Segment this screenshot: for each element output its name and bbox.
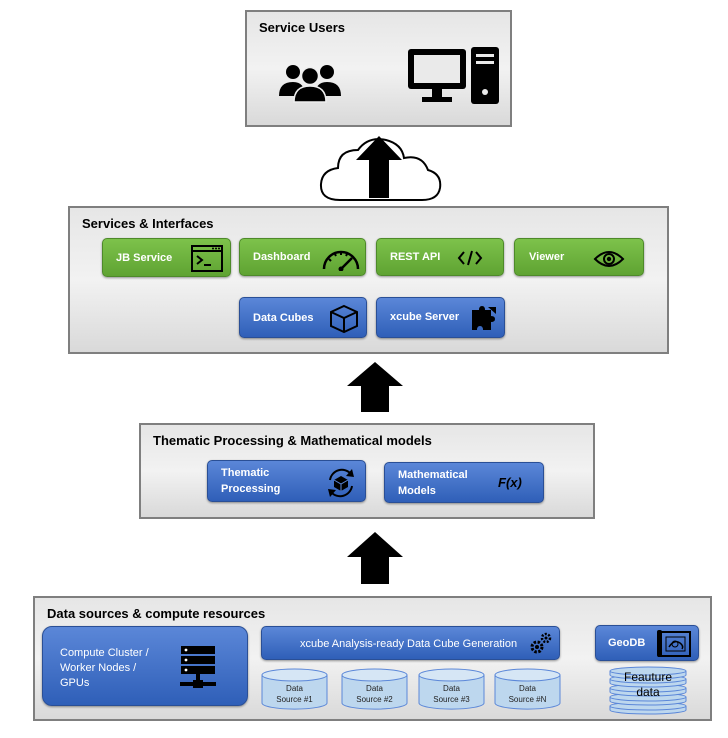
data-cubes-label: Data Cubes bbox=[253, 312, 314, 324]
code-icon bbox=[457, 250, 483, 266]
data-source-2-line2: Source #2 bbox=[356, 695, 393, 704]
puzzle-icon bbox=[472, 306, 496, 330]
data-sources-title: Data sources & compute resources bbox=[47, 606, 266, 621]
xcube-server-label: xcube Server bbox=[390, 311, 460, 323]
service-users-title: Service Users bbox=[259, 20, 346, 35]
rest-api-label: REST API bbox=[390, 251, 441, 263]
dashboard-button[interactable]: Dashboard bbox=[239, 238, 366, 276]
eye-icon bbox=[593, 251, 625, 267]
xcube-server-button[interactable]: xcube Server bbox=[376, 297, 505, 338]
data-source-1-line2: Source #1 bbox=[276, 695, 313, 704]
speedometer-icon bbox=[322, 250, 360, 271]
server-icon bbox=[180, 646, 216, 688]
mathematical-models-label-line1: Mathematical bbox=[398, 469, 468, 481]
data-source-3-cylinder bbox=[418, 668, 485, 710]
dashboard-label: Dashboard bbox=[253, 251, 311, 263]
up-arrow-icon bbox=[347, 532, 403, 584]
services-interfaces-panel: Services & Interfaces JB Service Dashboa… bbox=[68, 206, 669, 354]
geodb-label: GeoDB bbox=[608, 637, 646, 649]
data-source-1-line1: Data bbox=[286, 684, 303, 693]
terminal-window-icon bbox=[191, 245, 223, 272]
geodb-button[interactable]: GeoDB bbox=[595, 625, 699, 661]
rest-api-button[interactable]: REST API bbox=[376, 238, 504, 276]
compute-cluster-line3: GPUs bbox=[60, 677, 90, 689]
up-arrow-icon bbox=[347, 362, 403, 412]
feature-data-stack bbox=[609, 666, 687, 715]
data-source-n-line2: Source #N bbox=[508, 695, 547, 704]
data-source-3-line2: Source #3 bbox=[433, 695, 470, 704]
xcube-generation-label: xcube Analysis-ready Data Cube Generatio… bbox=[300, 638, 518, 650]
thematic-processing-title: Thematic Processing & Mathematical model… bbox=[153, 433, 432, 448]
desktop-computer-icon bbox=[408, 47, 499, 104]
service-users-panel: Service Users bbox=[245, 10, 512, 127]
viewer-button[interactable]: Viewer bbox=[514, 238, 644, 276]
cube-icon bbox=[330, 304, 358, 334]
compute-cluster-line2: Worker Nodes / bbox=[60, 662, 137, 674]
thematic-processing-label-line2: Processing bbox=[221, 483, 281, 495]
services-interfaces-title: Services & Interfaces bbox=[82, 216, 214, 231]
compute-cluster-button[interactable]: Compute Cluster / Worker Nodes / GPUs bbox=[42, 626, 248, 706]
compute-cluster-line1: Compute Cluster / bbox=[60, 647, 149, 659]
feature-data-line1: Feauture bbox=[623, 670, 673, 684]
fx-icon: F(x) bbox=[498, 475, 522, 490]
thematic-processing-panel: Thematic Processing & Mathematical model… bbox=[139, 423, 595, 519]
thematic-processing-button[interactable]: Thematic Processing bbox=[207, 460, 366, 502]
data-source-2-line1: Data bbox=[366, 684, 383, 693]
data-sources-panel: Data sources & compute resources Compute… bbox=[33, 596, 712, 721]
feature-data-line2: data bbox=[636, 685, 660, 699]
jb-service-label: JB Service bbox=[116, 252, 173, 264]
cycle-box-icon bbox=[328, 468, 354, 498]
data-source-3-line1: Data bbox=[443, 684, 460, 693]
data-source-1-cylinder bbox=[261, 668, 328, 710]
mathematical-models-label-line2: Models bbox=[398, 485, 436, 497]
viewer-label: Viewer bbox=[529, 251, 565, 263]
xcube-generation-button[interactable]: xcube Analysis-ready Data Cube Generatio… bbox=[261, 626, 560, 660]
map-blueprint-icon bbox=[657, 630, 691, 657]
thematic-processing-label-line1: Thematic bbox=[221, 467, 270, 479]
data-source-n-cylinder bbox=[494, 668, 561, 710]
users-icon bbox=[279, 65, 341, 103]
data-source-n-line1: Data bbox=[519, 684, 536, 693]
data-cubes-button[interactable]: Data Cubes bbox=[239, 297, 367, 338]
mathematical-models-button[interactable]: Mathematical Models F(x) bbox=[384, 462, 544, 503]
gears-icon bbox=[530, 632, 552, 654]
jb-service-button[interactable]: JB Service bbox=[102, 238, 231, 277]
data-source-2-cylinder bbox=[341, 668, 408, 710]
cloud-upload-icon bbox=[319, 136, 442, 201]
